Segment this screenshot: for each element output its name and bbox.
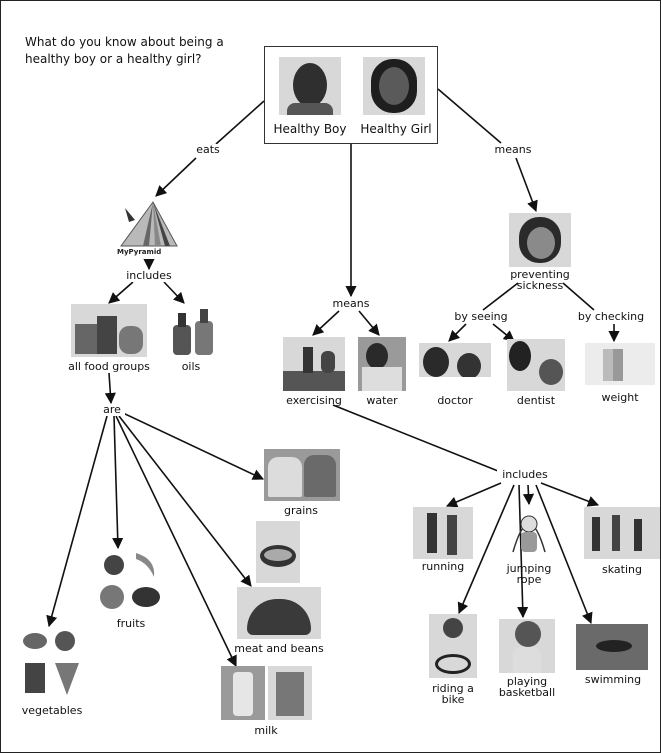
- mypyramid-text: MyPyramid: [117, 248, 161, 256]
- meat-photo-2: [237, 587, 321, 639]
- dentist-photo: [507, 339, 565, 391]
- link-exercising-includes: [332, 404, 499, 472]
- link-are-grains: [122, 412, 265, 480]
- link-sickness-byseeing: [482, 282, 519, 311]
- meat-label: meat and beans: [234, 642, 324, 655]
- link-sickness-bychecking: [562, 282, 595, 311]
- meat-photo-1: [256, 521, 300, 583]
- link-label-by-checking: by checking: [575, 311, 647, 323]
- grains-label: grains: [283, 504, 318, 517]
- swimming-photo: [576, 624, 648, 670]
- weight-photo: [585, 343, 655, 385]
- link-label-includes-exercise: includes: [497, 469, 553, 481]
- riding-bike-photo: [429, 614, 477, 678]
- water-photo: [358, 337, 406, 391]
- boy-photo: [279, 57, 341, 115]
- vegetables-label: vegetables: [21, 704, 83, 717]
- page-title: What do you know about being a healthy b…: [25, 35, 224, 66]
- link-are-vegetables: [46, 415, 108, 628]
- swimming-label: swimming: [584, 673, 642, 686]
- link-label-eats: eats: [189, 144, 227, 156]
- link-includes-jumping: [522, 484, 535, 506]
- jumping-rope-label: jumping rope: [506, 562, 552, 586]
- fruits-photo: [96, 549, 166, 613]
- girl-label: Healthy Girl: [360, 122, 432, 136]
- skating-label: skating: [602, 563, 642, 576]
- milk-photo-2: [268, 666, 312, 720]
- link-includes-skating: [540, 482, 600, 507]
- mypyramid-logo: MyPyramid: [113, 198, 183, 260]
- jumping-rope-photo: [509, 506, 549, 562]
- milk-label: milk: [254, 724, 278, 737]
- grains-photo: [264, 449, 340, 501]
- link-includes-foodgroups: [108, 281, 134, 304]
- dentist-label: dentist: [516, 394, 556, 407]
- link-label-are: are: [99, 404, 125, 416]
- food-groups-label: all food groups: [68, 360, 150, 373]
- link-byseeing-doctor: [448, 323, 467, 342]
- basketball-photo: [499, 619, 555, 673]
- boy-label: Healthy Boy: [273, 122, 347, 136]
- preventing-sickness-label: preventing sickness: [510, 268, 570, 292]
- link-includes-swimming: [535, 484, 593, 625]
- link-means-water: [358, 310, 380, 336]
- center-node: Healthy Boy Healthy Girl: [264, 46, 438, 144]
- skating-photo: [584, 507, 660, 559]
- milk-photo-1: [221, 666, 265, 720]
- link-means-exercising: [312, 310, 340, 336]
- link-means-sickness: [515, 157, 538, 213]
- link-includes-bike: [457, 484, 515, 615]
- oils-label: oils: [181, 360, 201, 373]
- water-label: water: [366, 394, 398, 407]
- preventing-sickness-photo: [509, 213, 571, 267]
- doctor-photo: [419, 343, 491, 393]
- link-byseeing-dentist: [492, 323, 515, 342]
- link-are-milk: [115, 415, 237, 668]
- basketball-label: playing basketball: [498, 675, 556, 699]
- doctor-label: doctor: [437, 394, 473, 407]
- riding-bike-label: riding a bike: [432, 682, 474, 706]
- running-photo: [413, 507, 473, 559]
- link-foodgroups-are: [104, 372, 116, 405]
- link-label-means-middle: means: [329, 298, 373, 310]
- link-are-meat: [118, 415, 252, 587]
- vegetables-photo: [21, 627, 83, 699]
- link-includes-oils: [163, 281, 185, 304]
- girl-photo: [363, 57, 425, 115]
- fruits-label: fruits: [116, 617, 146, 630]
- food-groups-photo: [71, 304, 147, 357]
- link-are-fruits: [112, 415, 124, 550]
- exercising-photo: [283, 337, 345, 391]
- weight-label: weight: [601, 391, 639, 404]
- link-eats-pyramid: [155, 157, 197, 197]
- exercising-label: exercising: [286, 394, 342, 407]
- link-label-by-seeing: by seeing: [453, 310, 509, 323]
- link-includes-running: [445, 482, 502, 508]
- link-center-means-right: [437, 88, 502, 144]
- link-label-includes-food: includes: [121, 270, 177, 282]
- running-label: running: [421, 560, 465, 573]
- link-center-eats: [215, 100, 265, 145]
- link-label-means-right: means: [491, 144, 535, 156]
- oils-photo: [169, 307, 217, 357]
- link-includes-basketball: [517, 484, 529, 619]
